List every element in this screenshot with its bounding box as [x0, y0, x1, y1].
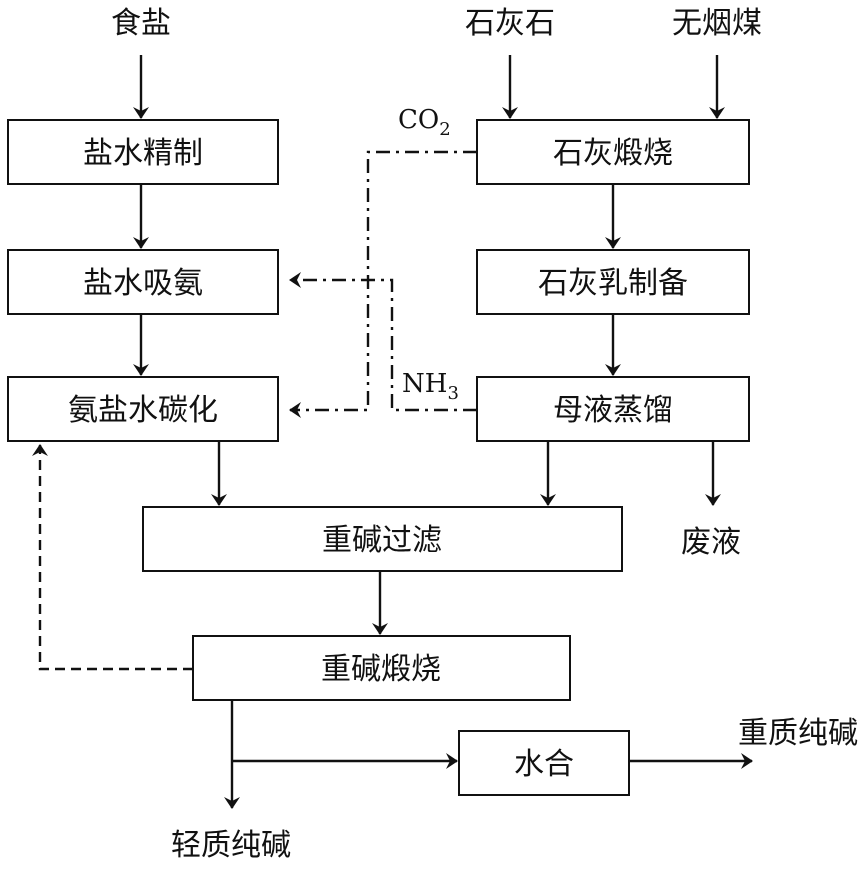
lime-calcining-label: 石灰煅烧: [553, 136, 673, 171]
co2-label: CO2: [398, 105, 451, 140]
lime-calcining-box: [476, 119, 750, 185]
bicarbonate-calcining-label: 重碱煅烧: [321, 652, 441, 687]
bicarbonate-filter-label: 重碱过滤: [322, 523, 442, 558]
bicarbonate-filter-box: [142, 506, 623, 572]
brine-refining-box: [7, 119, 279, 185]
input-limestone-label: 石灰石: [465, 6, 555, 41]
co2-calcining-recycle-line: [32, 444, 193, 671]
mother-liquor-distill-label: 母液蒸馏: [553, 393, 673, 428]
input-salt-label: 食盐: [111, 6, 171, 41]
input-anthracite-label: 无烟煤: [672, 6, 762, 41]
brine-ammonia-box: [7, 249, 279, 315]
brine-refining-label: 盐水精制: [83, 136, 203, 171]
heavy-soda-label: 重质纯碱: [738, 716, 858, 751]
brine-ammonia-label: 盐水吸氨: [83, 266, 203, 301]
waste-liquid-label: 废液: [681, 525, 741, 560]
lime-milk-label: 石灰乳制备: [538, 266, 688, 301]
hydration-label: 水合: [514, 747, 574, 782]
ammonia-brine-carbonation-box: [7, 376, 279, 442]
nh3-recycle-line: [289, 272, 477, 412]
ammonia-brine-carbonation-label: 氨盐水碳化: [68, 393, 218, 428]
hydration-box: [458, 730, 630, 796]
nh3-label: NH3: [402, 369, 459, 404]
light-soda-label: 轻质纯碱: [171, 828, 291, 863]
